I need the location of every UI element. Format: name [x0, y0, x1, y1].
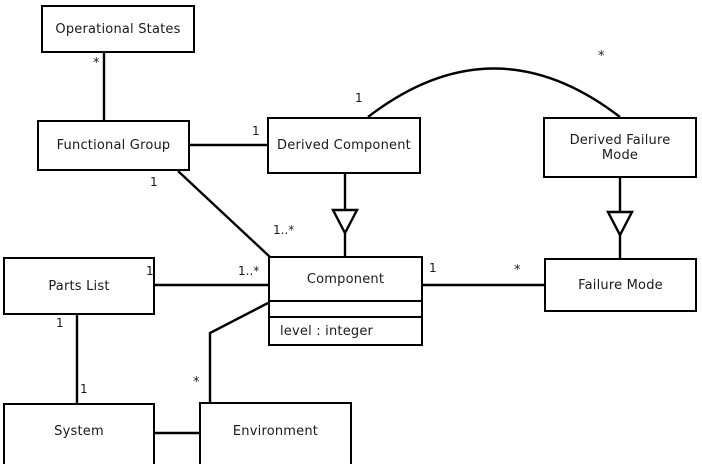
class-box-derived-component[interactable]: Derived Component	[267, 117, 421, 174]
multiplicity-parts-list-system-far: 1	[80, 382, 88, 396]
class-box-component[interactable]: Component	[268, 256, 423, 302]
multiplicity-component-failure-mode-near: 1	[429, 261, 437, 275]
class-box-environment[interactable]: Environment	[199, 402, 352, 464]
multiplicity-parts-list-component-far: 1..*	[238, 264, 260, 278]
class-name-parts-list: Parts List	[48, 278, 110, 294]
class-box-operational-states[interactable]: Operational States	[41, 5, 195, 53]
multiplicity-derived-component-arc-left: 1	[355, 91, 363, 105]
multiplicity-operational-states-functional-group: *	[93, 56, 100, 71]
generalization-triangle-failure-mode	[606, 210, 634, 238]
edge-environment-component	[208, 301, 269, 402]
multiplicity-component-failure-mode-far: *	[514, 263, 521, 278]
class-attribute-component-level: level : integer	[280, 323, 374, 339]
multiplicity-parts-list-component-near: 1	[146, 264, 154, 278]
edge-derived-component-derived-failure-mode	[367, 67, 621, 118]
multiplicity-functional-group-component-near: 1	[150, 175, 158, 189]
class-attributes-component: level : integer	[268, 316, 423, 346]
class-box-parts-list[interactable]: Parts List	[3, 257, 155, 315]
class-name-system: System	[54, 424, 104, 439]
class-box-failure-mode[interactable]: Failure Mode	[544, 258, 697, 312]
generalization-triangle-component	[331, 208, 359, 236]
class-name-derived-failure-mode: Derived Failure Mode	[569, 132, 671, 163]
class-name-failure-mode: Failure Mode	[578, 277, 663, 293]
class-box-system[interactable]: System	[3, 403, 155, 464]
class-name-component: Component	[306, 271, 385, 287]
multiplicity-functional-group-derived-component: 1	[252, 124, 260, 138]
multiplicity-environment-component: *	[193, 375, 200, 390]
class-box-derived-failure-mode[interactable]: Derived Failure Mode	[543, 117, 697, 178]
class-name-functional-group: Functional Group	[56, 138, 171, 153]
multiplicity-functional-group-component-far: 1..*	[273, 223, 295, 237]
class-name-operational-states: Operational States	[55, 21, 181, 37]
edge-functional-group-component	[177, 170, 271, 258]
multiplicity-parts-list-system-near: 1	[56, 316, 64, 330]
multiplicity-derived-failure-mode-arc-right: *	[598, 49, 605, 64]
class-name-derived-component: Derived Component	[277, 138, 411, 153]
class-box-functional-group[interactable]: Functional Group	[37, 120, 190, 171]
component-compartment-divider	[268, 302, 423, 316]
class-name-environment: Environment	[232, 423, 319, 439]
